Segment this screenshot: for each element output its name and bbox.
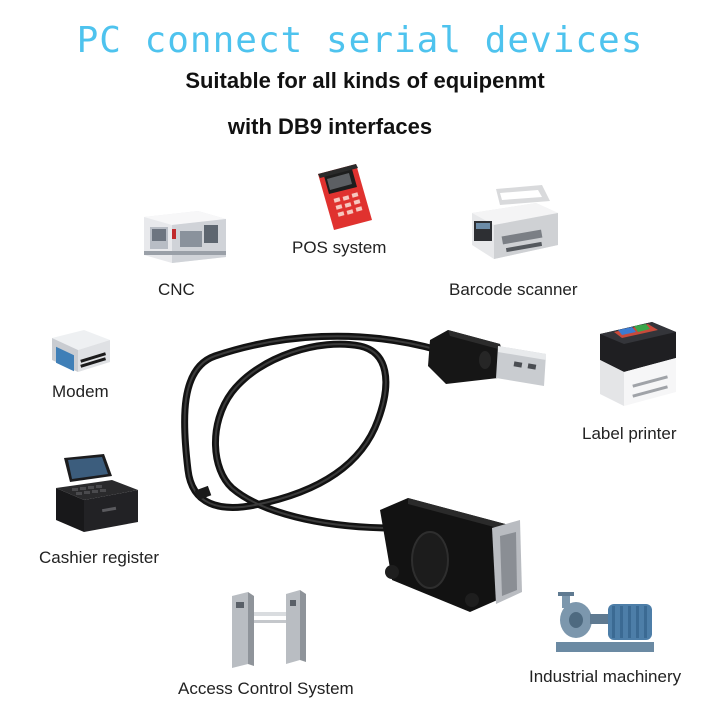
modem-icon xyxy=(52,330,110,372)
cnc-machine-icon xyxy=(144,211,226,263)
industrial-machinery-icon xyxy=(556,592,654,652)
subtitle-line-1: Suitable for all kinds of equipenmt xyxy=(185,68,545,93)
page-title: PC connect serial devices xyxy=(76,20,644,61)
modem-label: Modem xyxy=(52,382,109,401)
pos-system-label: POS system xyxy=(292,238,387,257)
barcode-scanner-label: Barcode scanner xyxy=(449,280,578,299)
industrial-machinery-label: Industrial machinery xyxy=(529,667,682,686)
pos-terminal-icon xyxy=(318,164,372,230)
barcode-scanner-icon xyxy=(472,185,558,259)
cashier-register-label: Cashier register xyxy=(39,548,159,567)
access-control-label: Access Control System xyxy=(178,679,354,698)
usb-plug xyxy=(428,330,546,386)
label-printer-label: Label printer xyxy=(582,424,677,443)
subtitle-line-2: with DB9 interfaces xyxy=(227,114,433,139)
db9-connector xyxy=(380,498,522,612)
cnc-label: CNC xyxy=(158,280,195,299)
access-control-icon xyxy=(232,590,306,668)
cashier-register-icon xyxy=(56,454,138,532)
label-printer-icon xyxy=(600,322,676,406)
